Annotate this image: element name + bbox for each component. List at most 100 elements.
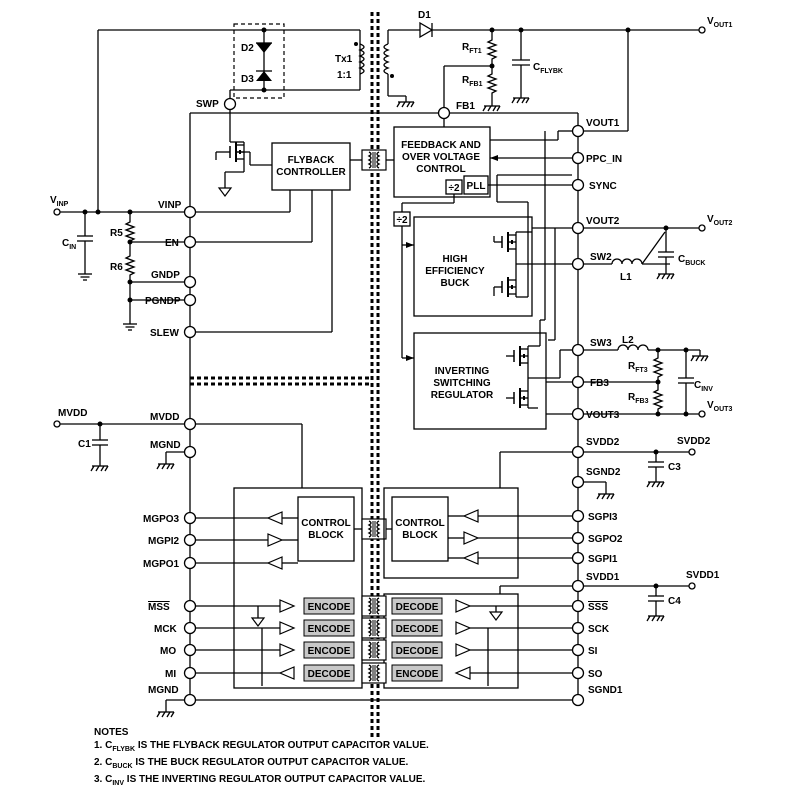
- pin-sw2: [571, 257, 585, 271]
- flyback-label-1: FLYBACK: [288, 155, 336, 166]
- pin-ppc-in: [571, 151, 585, 165]
- decode-box-2: [391, 619, 443, 637]
- d3-label: D3: [241, 74, 254, 85]
- ctrl-left-label-2: BLOCK: [308, 530, 344, 541]
- ctrl-right-label-2: BLOCK: [402, 530, 438, 541]
- pin-mi-label: MI: [165, 669, 176, 680]
- pin-mo-label: MO: [160, 646, 176, 657]
- feedback-label-3: CONTROL: [416, 164, 465, 175]
- decode-label-2: DECODE: [396, 624, 439, 635]
- pin-si-label: SI: [588, 646, 598, 657]
- encode-label-4: ENCODE: [396, 669, 439, 680]
- notes-heading: NOTES: [94, 727, 129, 738]
- pin-fb3: [571, 375, 585, 389]
- rfb1-label: RFB1: [462, 75, 483, 88]
- rft3-label: RFT3: [628, 361, 648, 374]
- isolation-barrier: [190, 12, 380, 740]
- flyback-controller-block: [271, 142, 351, 191]
- pin-vout2: [571, 221, 585, 235]
- encode-box-3: [303, 641, 355, 659]
- spi-row-mss: MSS ENCODE DECODE SSS: [148, 595, 608, 617]
- cflybk-label: CFLYBK: [533, 62, 563, 75]
- right-control-block: [391, 496, 449, 562]
- cinv-label: CINV: [694, 380, 713, 393]
- r5-label: R5: [110, 228, 123, 239]
- pin-sgpi3: [571, 509, 585, 523]
- cin-label: CIN: [62, 238, 76, 251]
- pin-sck: [571, 621, 585, 635]
- pin-sgpi1: [571, 551, 585, 565]
- primary-iso-region: [233, 487, 363, 689]
- ctrl-left-label-1: CONTROL: [301, 518, 350, 529]
- buck-block: [413, 216, 533, 317]
- div2-label-b: ÷2: [396, 215, 407, 226]
- pin-slew-label: SLEW: [150, 328, 179, 339]
- pin-svdd2-label: SVDD2: [586, 437, 620, 448]
- l1-inductor: [611, 258, 643, 265]
- mvdd-ext-label: MVDD: [58, 408, 87, 419]
- pin-svdd1-label: SVDD1: [586, 572, 620, 583]
- pin-sss: [571, 599, 585, 613]
- pin-so: [571, 666, 585, 680]
- pin-mss: [183, 599, 197, 613]
- vinp-ext-label: VINP: [50, 195, 69, 208]
- div2-label-a: ÷2: [448, 183, 459, 194]
- pin-vout1: [571, 124, 585, 138]
- pin-swp-label: SWP: [196, 99, 219, 110]
- c4-label: C4: [668, 596, 681, 607]
- decode-box-4: [303, 664, 355, 682]
- pin-slew: [183, 325, 197, 339]
- decode-box-1: [391, 597, 443, 615]
- pin-mo: [183, 643, 197, 657]
- tx1-label: Tx1: [335, 54, 353, 65]
- d1-diode: [419, 21, 434, 39]
- pin-ppc-in-label: PPC_IN: [586, 154, 622, 165]
- pin-en: [183, 235, 197, 249]
- rfb3-label: RFB3: [628, 392, 649, 405]
- pin-pgndp: [183, 293, 197, 307]
- inv-label-2: SWITCHING: [433, 378, 490, 389]
- d3-diode: [256, 71, 272, 81]
- d2-diode: [256, 43, 272, 53]
- pin-svdd2: [571, 445, 585, 459]
- pin-sgnd1-label: SGND1: [588, 685, 623, 696]
- pin-pgndp-label: PGNDP: [145, 296, 181, 307]
- vout3-label: VOUT3: [707, 400, 732, 413]
- pin-mck-label: MCK: [154, 624, 178, 635]
- pin-swp: [223, 97, 237, 111]
- vout1-label: VOUT1: [707, 16, 732, 29]
- pin-sgpo2: [571, 531, 585, 545]
- encode-label-2: ENCODE: [308, 624, 351, 635]
- pin-vout3-label: VOUT3: [586, 410, 620, 421]
- tx1-ratio: 1:1: [337, 70, 352, 81]
- encode-box-1: [303, 597, 355, 615]
- pin-fb3-label: FB3: [590, 378, 609, 389]
- pin-mgnd: [183, 445, 197, 459]
- pin-mss-label: MSS: [148, 602, 170, 613]
- pin-vout2-label: VOUT2: [586, 216, 620, 227]
- pin-sck-label: SCK: [588, 624, 610, 635]
- notes: NOTES 1. CFLYBK IS THE FLYBACK REGULATOR…: [94, 726, 429, 790]
- pin-vout1-label: VOUT1: [586, 118, 620, 129]
- buck-label-2: EFFICIENCY: [425, 266, 485, 277]
- note-2: 2. CBUCK IS THE BUCK REGULATOR OUTPUT CA…: [94, 757, 409, 770]
- c1-label: C1: [78, 439, 91, 450]
- pin-sgnd1: [571, 693, 585, 707]
- pin-sw3-label: SW3: [590, 338, 612, 349]
- spi-row-mo: MO ENCODE DECODE SI: [160, 639, 598, 661]
- secondary-ctrl-region: [383, 487, 519, 579]
- rft1-label: RFT1: [462, 42, 482, 55]
- pin-sgpo2-label: SGPO2: [588, 534, 623, 545]
- l1-label: L1: [620, 272, 632, 283]
- pin-so-label: SO: [588, 669, 603, 680]
- snubber-box: [233, 23, 285, 99]
- tx1-transformer: [354, 42, 394, 78]
- pin-sgnd2: [571, 475, 585, 489]
- svdd2-ext-label: SVDD2: [677, 436, 711, 447]
- pin-mck: [183, 621, 197, 635]
- r6-label: R6: [110, 262, 123, 273]
- encode-box-4: [391, 664, 443, 682]
- pin-gndp: [183, 275, 197, 289]
- l2-inductor: [617, 344, 649, 351]
- control-isolation-transformer: [361, 518, 387, 540]
